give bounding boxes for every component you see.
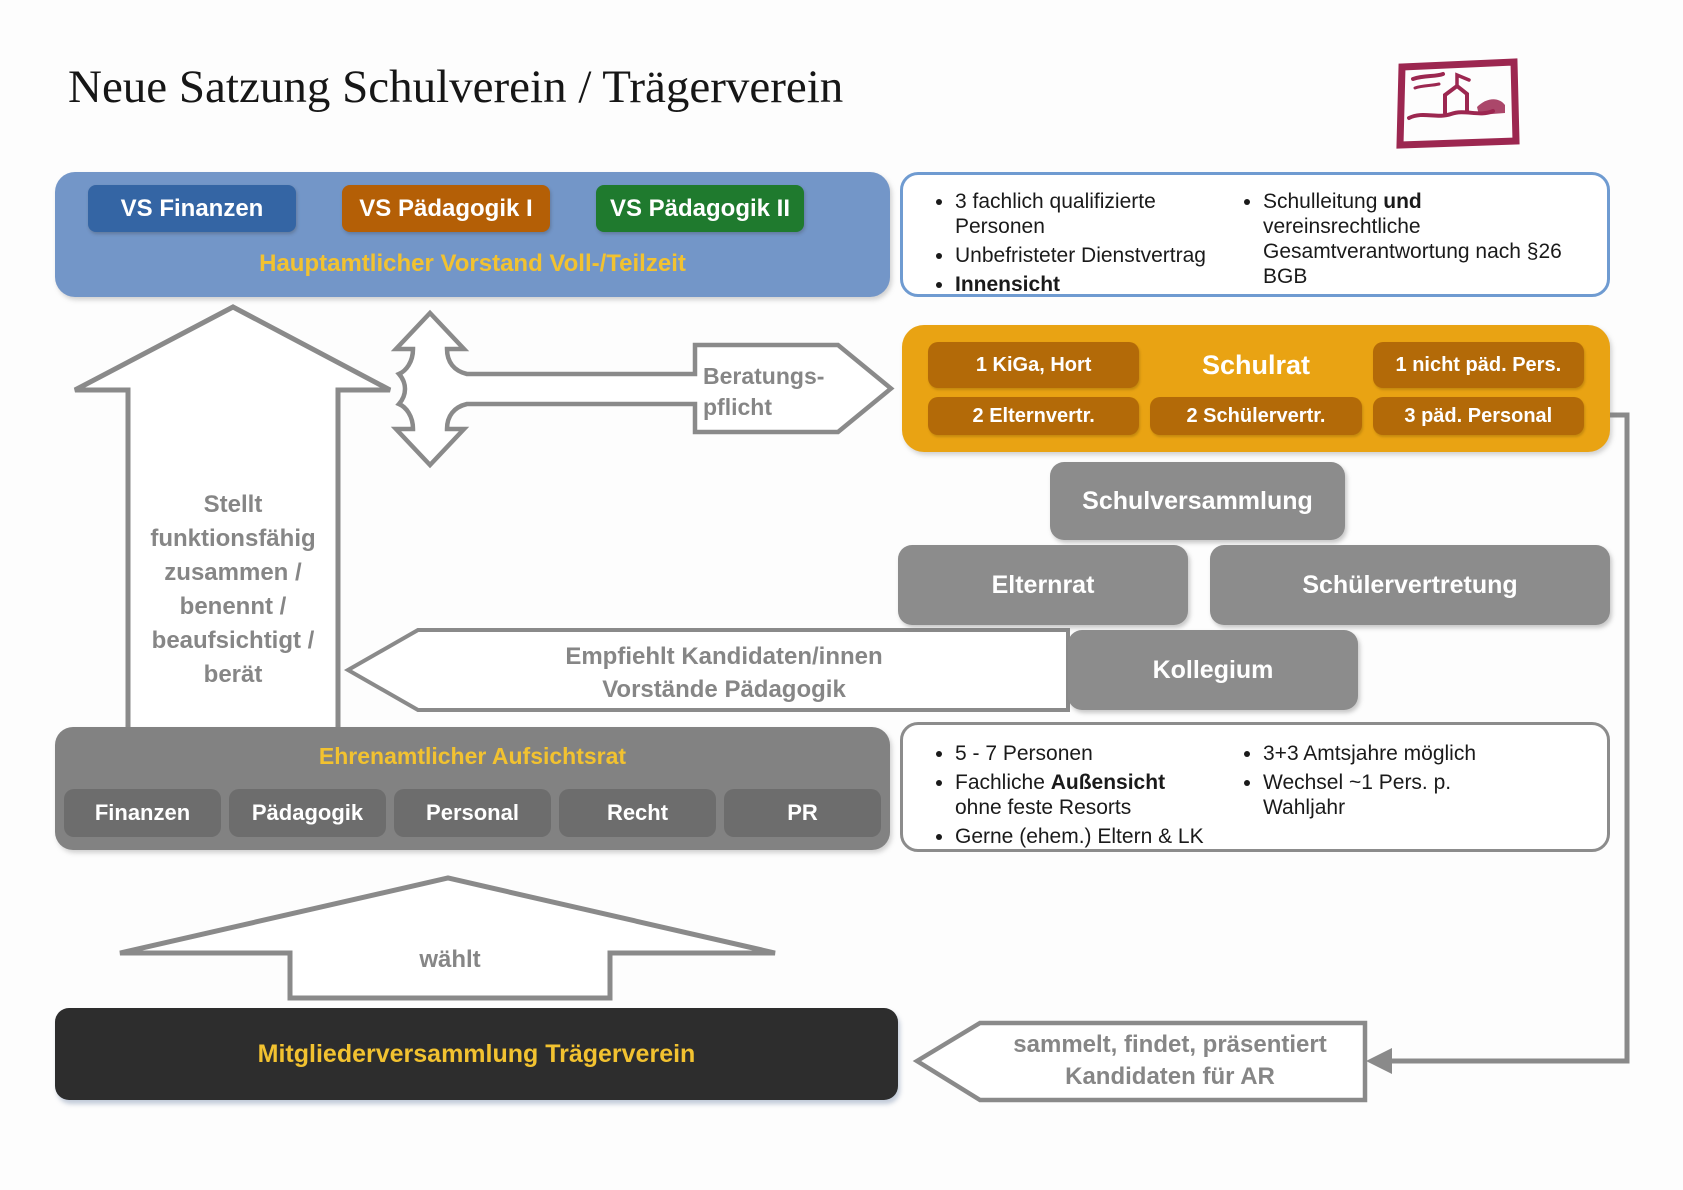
aufsichtsrat-finanzen-box: Finanzen — [64, 789, 221, 837]
school-sketch-logo — [1396, 58, 1520, 149]
schulrat-cell-paed-personal: 3 päd. Personal — [1372, 397, 1584, 435]
bullet-item: Unbefristeter Dienstvertrag — [955, 243, 1240, 268]
schuelervertretung-box: Schülervertretung — [1210, 545, 1610, 625]
schuelervertretung-label: Schülervertretung — [1302, 570, 1518, 599]
bullet-item: Gerne (ehem.) Eltern & LK — [955, 824, 1245, 849]
schulrat-title: Schulrat — [1201, 349, 1310, 380]
mitgliederversammlung-box: Mitgliederversammlung Trägerverein — [55, 1008, 898, 1100]
kollegium-label: Kollegium — [1152, 655, 1274, 684]
aufsichtsrat-title: Ehrenamtlicher Aufsichtsrat — [318, 743, 627, 769]
bullet-item: Wechsel ~1 Pers. p.Wahljahr — [1263, 770, 1563, 820]
aufsichtsrat-personal-box: Personal — [394, 789, 551, 837]
schulrat-cell-kiga: 1 KiGa, Hort — [928, 342, 1140, 388]
vs-paedagogik2-box: VS Pädagogik II — [596, 185, 804, 232]
vs-paedagogik2-label: VS Pädagogik II — [609, 194, 791, 222]
waehlt-arrow-shape — [119, 875, 776, 1001]
aufsichtsrat-row: Finanzen Pädagogik Personal Recht PR — [64, 789, 881, 837]
aufsichtsrat-info-box: 5 - 7 Personen Fachliche Außensichtohne … — [900, 722, 1610, 852]
vs-finanzen-box: VS Finanzen — [88, 185, 296, 232]
vorstand-title: Hauptamtlicher Vorstand Voll-/Teilzeit — [259, 250, 686, 277]
schulrat-cell-eltern: 2 Elternvertr. — [928, 397, 1140, 435]
logo-hatch-1 — [1411, 72, 1445, 81]
schulrat-cell-schueler: 2 Schülervertr. — [1150, 397, 1362, 435]
aufsichtsrat-paedagogik-box: Pädagogik — [229, 789, 386, 837]
schulrat-to-sammelt-connector — [1392, 412, 1630, 1064]
schulrat-cell-nicht-paed: 1 nicht päd. Pers. — [1372, 342, 1584, 388]
vorstand-container: VS Finanzen VS Pädagogik I VS Pädagogik … — [55, 172, 890, 297]
stellt-arrow-text: Stellt funktionsfähig zusammen / benennt… — [150, 491, 316, 688]
vs-paedagogik1-label: VS Pädagogik I — [359, 194, 533, 222]
schulversammlung-box: Schulversammlung — [1050, 462, 1345, 540]
aufsichtsrat-container: Ehrenamtlicher Aufsichtsrat Finanzen Päd… — [55, 727, 890, 850]
vorstand-info-right-list: Schulleitung und vereinsrechtliche Gesam… — [1233, 189, 1563, 293]
beratungspflicht-connector-shape — [390, 309, 895, 469]
vorstand-info-left-list: 3 fachlich qualifizierte Personen Unbefr… — [925, 189, 1240, 301]
empfiehlt-arrow-text: Empfiehlt Kandidaten/innen Vorstände Päd… — [565, 643, 883, 703]
bullet-item: 3 fachlich qualifizierte Personen — [955, 189, 1240, 239]
kollegium-box: Kollegium — [1068, 630, 1358, 710]
bullet-item: 3+3 Amtsjahre möglich — [1263, 741, 1563, 766]
logo-hatch-2 — [1413, 82, 1441, 90]
elternrat-label: Elternrat — [991, 570, 1095, 599]
bullet-item: Schulleitung und vereinsrechtliche Gesam… — [1263, 189, 1563, 289]
logo-tower — [1443, 83, 1469, 115]
aufsichtsrat-info-left-list: 5 - 7 Personen Fachliche Außensichtohne … — [925, 741, 1245, 853]
connector-arrowhead — [1366, 1048, 1392, 1074]
logo-flag — [1455, 72, 1471, 88]
logo-frame — [1396, 58, 1520, 149]
sammelt-arrow-shape — [912, 1020, 1368, 1103]
bullet-item: 5 - 7 Personen — [955, 741, 1245, 766]
sammelt-arrow-text: sammelt, findet, präsentiert Kandidaten … — [1013, 1031, 1327, 1090]
schulrat-container: 1 KiGa, Hort Schulrat 1 nicht päd. Pers.… — [902, 325, 1610, 452]
vs-paedagogik1-box: VS Pädagogik I — [342, 185, 550, 232]
aufsichtsrat-pr-box: PR — [724, 789, 881, 837]
elternrat-box: Elternrat — [898, 545, 1188, 625]
bullet-item: Innensicht — [955, 272, 1240, 297]
aufsichtsrat-info-right-list: 3+3 Amtsjahre möglich Wechsel ~1 Pers. p… — [1233, 741, 1563, 824]
mitgliederversammlung-label: Mitgliederversammlung Trägerverein — [257, 1039, 696, 1068]
vorstand-info-box: 3 fachlich qualifizierte Personen Unbefr… — [900, 172, 1610, 297]
page-title: Neue Satzung Schulverein / Trägerverein — [68, 61, 844, 113]
beratungspflicht-arrow-text: Beratungs- pflicht — [703, 363, 825, 420]
vs-finanzen-label: VS Finanzen — [120, 194, 264, 222]
aufsichtsrat-recht-box: Recht — [559, 789, 716, 837]
schulversammlung-label: Schulversammlung — [1082, 486, 1313, 515]
waehlt-arrow-text: wählt — [419, 946, 481, 973]
logo-roof-blob — [1477, 99, 1505, 115]
